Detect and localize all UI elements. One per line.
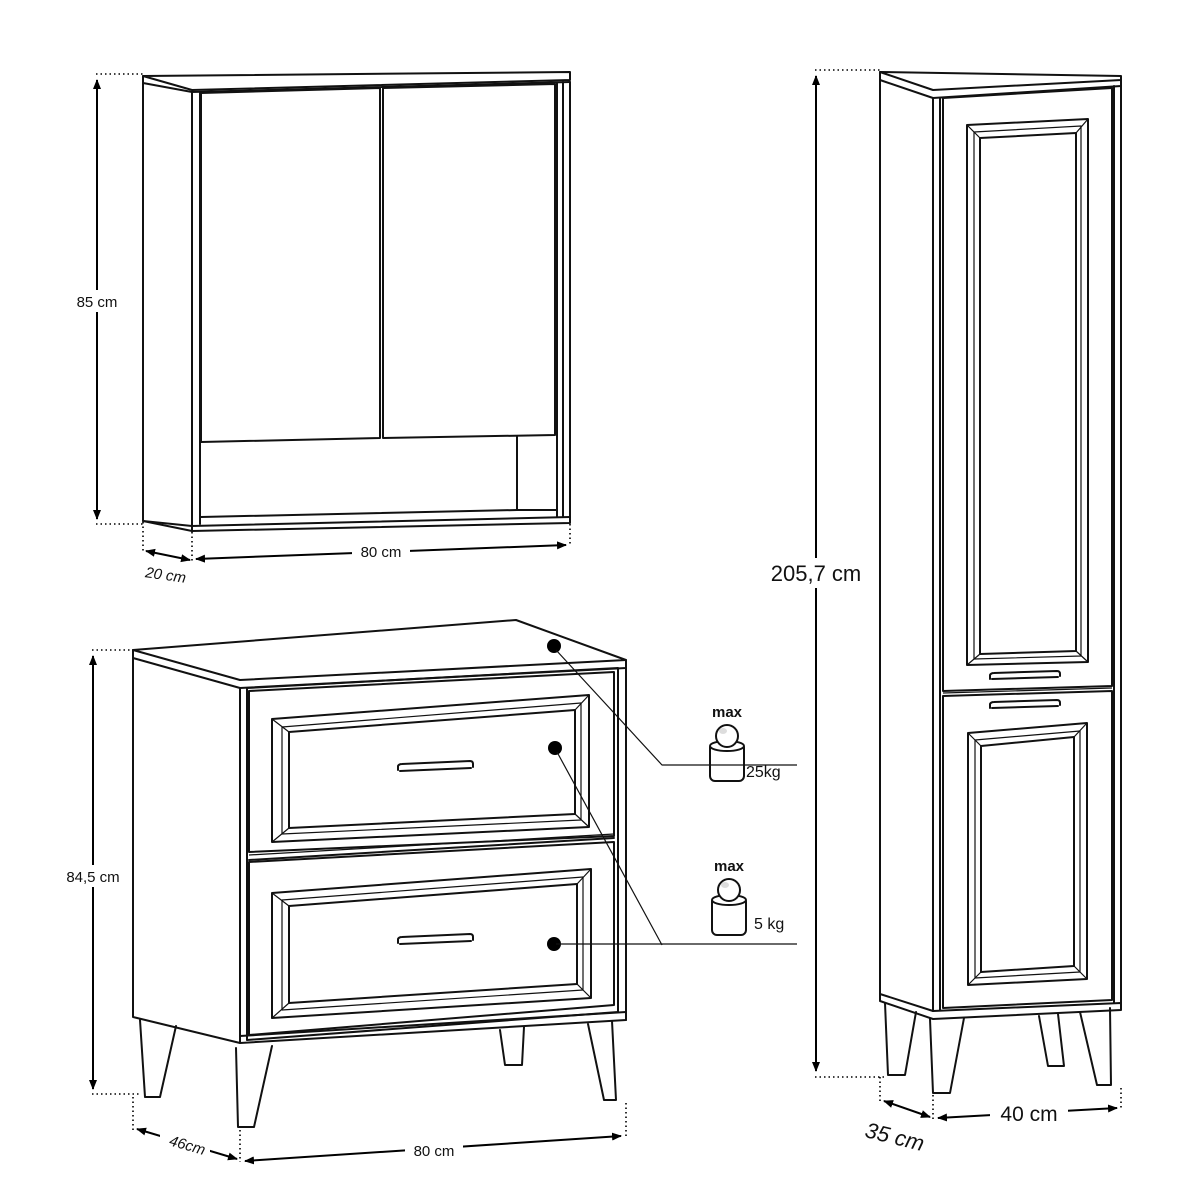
drawer-load-weight-label: 5 kg bbox=[754, 916, 784, 933]
wall-cabinet-height-dimension: 85 cm bbox=[66, 73, 143, 525]
tall-cabinet bbox=[879, 71, 1122, 1094]
wall-cabinet-height-label: 85 cm bbox=[77, 294, 118, 311]
dresser bbox=[132, 619, 627, 1128]
wall-cabinet-width-dimension: 80 cm bbox=[191, 524, 571, 563]
tall-cabinet-height-dimension: 205,7 cm bbox=[760, 69, 885, 1078]
top-load-max-label: max bbox=[712, 704, 743, 721]
tall-cabinet-width-label: 40 cm bbox=[1000, 1103, 1057, 1126]
top-load-point bbox=[547, 639, 561, 653]
wall-cabinet-width-label: 80 cm bbox=[361, 544, 402, 561]
dresser-height-label: 84,5 cm bbox=[66, 869, 119, 886]
wall-cabinet-depth-label: 20 cm bbox=[143, 564, 187, 587]
dresser-load-callouts bbox=[547, 639, 797, 951]
dresser-depth-dimension: 46cm bbox=[132, 1097, 238, 1161]
tall-cabinet-height-label: 205,7 cm bbox=[771, 561, 862, 586]
weight-icon: max 25kg bbox=[709, 704, 781, 782]
tall-cabinet-width-dimension: 40 cm bbox=[932, 1088, 1122, 1128]
dresser-width-label: 80 cm bbox=[414, 1143, 455, 1160]
tall-cabinet-depth-dimension: 35 cm bbox=[863, 1077, 931, 1156]
wall-cabinet bbox=[142, 71, 571, 532]
tall-cabinet-depth-label: 35 cm bbox=[863, 1117, 927, 1156]
drawer-load-point-lower bbox=[547, 937, 561, 951]
dresser-height-dimension: 84,5 cm bbox=[58, 649, 140, 1095]
weight-icon: max 5 kg bbox=[711, 858, 784, 936]
drawer-load-max-label: max bbox=[714, 858, 745, 875]
dresser-width-dimension: 80 cm bbox=[239, 1103, 627, 1165]
top-load-weight-label: 25kg bbox=[746, 764, 781, 781]
wall-cabinet-depth-dimension: 20 cm bbox=[142, 522, 191, 587]
drawer-load-point bbox=[548, 741, 562, 755]
